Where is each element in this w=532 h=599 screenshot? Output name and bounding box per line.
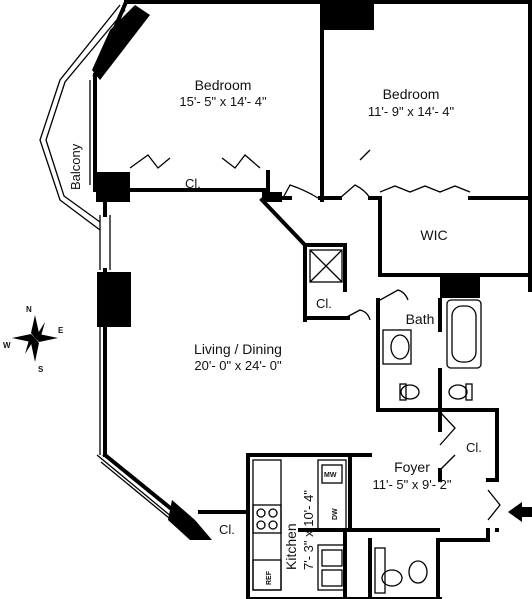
closet-label-bedroom1: Cl. xyxy=(185,176,201,191)
closet-doors xyxy=(129,154,471,193)
microwave-label: MW xyxy=(324,472,337,479)
compass-s: S xyxy=(38,365,44,374)
bedroom2-name: Bedroom xyxy=(383,86,440,102)
shaft xyxy=(309,249,343,283)
dishwasher-label: DW xyxy=(332,508,339,520)
compass-rose: N S E W xyxy=(3,305,64,374)
closet-label-living: Cl. xyxy=(219,522,235,537)
columns xyxy=(92,0,480,540)
room-labels: Bedroom 15'- 5" x 14'- 4" Bedroom 11'- 9… xyxy=(179,77,481,570)
closet-label-foyer: Cl. xyxy=(466,440,482,455)
refrigerator-label: REF xyxy=(266,570,273,585)
kitchen-name: Kitchen xyxy=(283,523,299,570)
foyer-dims: 11'- 5" x 9'- 2" xyxy=(373,477,452,492)
bedroom1-name: Bedroom xyxy=(195,77,252,93)
foyer-name: Foyer xyxy=(394,459,430,475)
windows xyxy=(89,80,181,528)
bedroom2-dims: 11'- 9" x 14'- 4" xyxy=(368,104,455,119)
wic-label: WIC xyxy=(420,227,447,243)
entry-arrow-icon xyxy=(508,502,532,522)
living-dims: 20'- 0" x 24'- 0" xyxy=(194,358,282,373)
bath-label: Bath xyxy=(406,311,435,327)
compass-e: E xyxy=(58,326,64,335)
balcony: Balcony xyxy=(39,4,126,231)
compass-n: N xyxy=(26,305,32,314)
balcony-label: Balcony xyxy=(68,143,83,190)
bath-fixtures xyxy=(374,299,482,594)
kitchen-dims: 7'- 3" x 10'- 4" xyxy=(301,490,316,570)
kitchen-fixtures: REF MW DW xyxy=(252,459,347,591)
living-name: Living / Dining xyxy=(194,341,282,357)
compass-w: W xyxy=(3,341,11,350)
bedroom1-dims: 15'- 5" x 14'- 4" xyxy=(179,94,267,109)
doors xyxy=(282,149,501,521)
closet-label-hall: Cl. xyxy=(316,296,332,311)
